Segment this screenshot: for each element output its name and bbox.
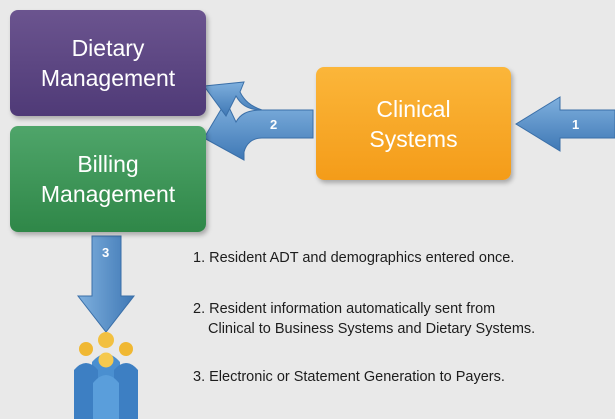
arrow-1: 1 (515, 96, 615, 152)
arrow-1-label: 1 (572, 117, 579, 132)
dietary-line-2: Management (40, 65, 176, 91)
dietary-line-1: Dietary (71, 35, 145, 61)
billing-line-1: Billing (77, 151, 139, 177)
note-2-line-1: 2. Resident information automatically se… (193, 301, 496, 317)
arrow-2: 2 (203, 81, 314, 161)
clinical-systems-box: Clinical Systems (316, 67, 511, 180)
clinical-line-2: Systems (369, 125, 458, 152)
clinical-line-1: Clinical (376, 95, 451, 122)
note-2-line-2: Clinical to Business Systems and Dietary… (208, 321, 536, 337)
billing-line-2: Management (40, 181, 176, 207)
arrow-3-label: 3 (102, 245, 109, 260)
arrow-3: 3 (76, 235, 136, 333)
billing-management-box: Billing Management (10, 126, 206, 232)
note-2: 2. Resident information automatically se… (193, 299, 535, 339)
arrow-2-label: 2 (270, 117, 277, 132)
note-3: 3. Electronic or Statement Generation to… (193, 369, 505, 385)
people-group-icon (74, 332, 138, 419)
note-1: 1. Resident ADT and demographics entered… (193, 250, 515, 266)
dietary-management-box: Dietary Management (10, 10, 206, 116)
